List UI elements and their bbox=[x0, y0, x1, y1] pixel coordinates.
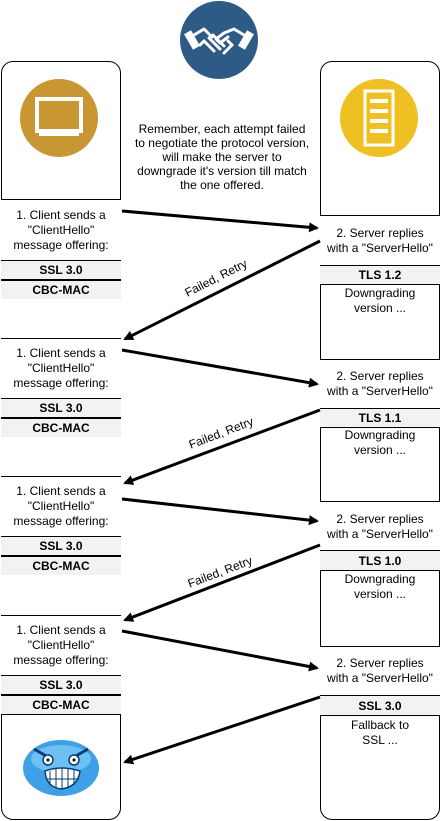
client-step-1: 1. Client sends a "ClientHello" message … bbox=[1, 199, 121, 261]
server-step-2-proto: TLS 1.1 bbox=[320, 408, 440, 428]
client-step-4-proto: SSL 3.0 bbox=[1, 675, 121, 695]
client-step-2-proto: SSL 3.0 bbox=[1, 398, 121, 418]
server-step-3: 2. Server replies with a "ServerHello" bbox=[320, 501, 440, 552]
client-step-3: 1. Client sends a "ClientHello" message … bbox=[1, 476, 121, 537]
server-step-4-proto: SSL 3.0 bbox=[320, 695, 440, 716]
client-step-1-mac: CBC-MAC bbox=[1, 280, 121, 300]
server-icon bbox=[340, 79, 418, 157]
arrow-clienthello-3 bbox=[121, 497, 319, 526]
arrow-clienthello-4 bbox=[121, 629, 319, 672]
server-step-1-proto: TLS 1.2 bbox=[320, 265, 440, 285]
server-step-4-status: Fallback to SSL ... bbox=[350, 718, 410, 747]
arrow-clienthello-1 bbox=[121, 209, 319, 233]
monitor-icon bbox=[20, 79, 98, 157]
client-step-4-mac: CBC-MAC bbox=[1, 695, 121, 715]
protocol-note: Remember, each attempt failed to negotia… bbox=[134, 122, 310, 192]
arrow-clienthello-2 bbox=[121, 348, 319, 388]
server-step-1: 2. Server replies with a "ServerHello" bbox=[320, 215, 440, 266]
server-step-2: 2. Server replies with a "ServerHello" bbox=[320, 359, 440, 409]
client-step-4: 1. Client sends a "ClientHello" message … bbox=[1, 615, 121, 676]
arrow-fallback bbox=[123, 695, 321, 765]
server-step-2-status: Downgrading version ... bbox=[344, 428, 416, 457]
client-step-1-proto: SSL 3.0 bbox=[1, 260, 121, 280]
handshake-icon bbox=[180, 1, 258, 79]
server-step-3-proto: TLS 1.0 bbox=[320, 550, 440, 571]
rage-face-icon bbox=[20, 735, 102, 797]
client-step-3-proto: SSL 3.0 bbox=[1, 536, 121, 556]
arrow-retry-1 bbox=[123, 239, 321, 341]
arrow-retry-3 bbox=[123, 543, 321, 622]
server-step-3-status: Downgrading version ... bbox=[344, 572, 416, 601]
client-step-2-footer bbox=[1, 437, 121, 477]
arrow-retry-2 bbox=[123, 408, 321, 485]
client-step-3-mac: CBC-MAC bbox=[1, 556, 121, 576]
server-step-1-status: Downgrading version ... bbox=[344, 286, 416, 315]
client-step-2: 1. Client sends a "ClientHello" message … bbox=[1, 338, 121, 399]
